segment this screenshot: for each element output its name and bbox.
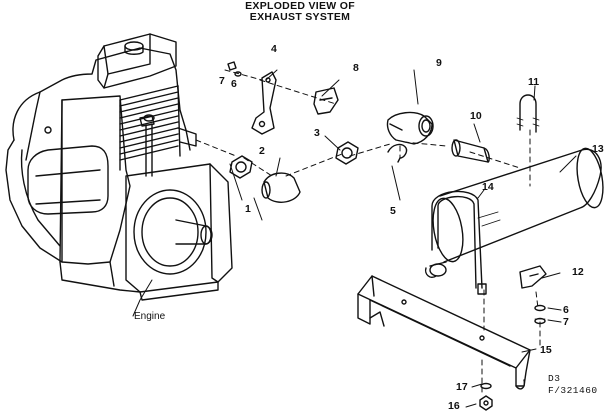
callout-1: 1 bbox=[245, 203, 251, 215]
part-4-bracket bbox=[251, 71, 277, 135]
callout-12: 12 bbox=[572, 266, 584, 278]
part-5-clip bbox=[387, 143, 408, 163]
part-6-7-top-hardware bbox=[227, 61, 242, 77]
part-14-strap bbox=[431, 190, 487, 295]
callout-11: 11 bbox=[528, 76, 540, 88]
callout-15: 15 bbox=[540, 344, 552, 356]
leader-lines bbox=[132, 69, 577, 408]
callout-13: 13 bbox=[592, 143, 604, 155]
callout-7-bottom: 7 bbox=[563, 316, 569, 328]
callout-6-bottom: 6 bbox=[563, 304, 569, 316]
drawing-code-line1: D3 bbox=[548, 373, 561, 384]
callout-5: 5 bbox=[390, 205, 396, 217]
part-10-pipe bbox=[451, 139, 490, 163]
part-2-elbow bbox=[261, 172, 301, 203]
callout-2: 2 bbox=[259, 145, 265, 157]
callout-8: 8 bbox=[353, 62, 359, 74]
part-6-7-bottom-hardware bbox=[534, 304, 546, 325]
assembly-dashed-lines bbox=[195, 69, 541, 393]
callout-3: 3 bbox=[314, 127, 320, 139]
part-11-u-bolt bbox=[516, 94, 540, 133]
callout-17: 17 bbox=[456, 381, 468, 393]
callout-7-top: 7 bbox=[219, 75, 225, 87]
part-9-elbow bbox=[386, 111, 434, 145]
callout-6-top: 6 bbox=[231, 78, 237, 90]
callout-16: 16 bbox=[448, 400, 460, 412]
callout-10: 10 bbox=[470, 110, 482, 122]
callout-9: 9 bbox=[436, 57, 442, 69]
callout-4: 4 bbox=[271, 43, 277, 55]
engine-label: Engine bbox=[134, 311, 166, 322]
part-13-muffler bbox=[424, 147, 604, 278]
part-16-17-hardware bbox=[479, 382, 493, 411]
part-12-clip bbox=[519, 265, 547, 289]
callout-14: 14 bbox=[482, 181, 494, 193]
part-3-gasket bbox=[335, 141, 359, 165]
diagram-title-line2: EXHAUST SYSTEM bbox=[249, 11, 351, 23]
part-15-mounting-bracket bbox=[357, 275, 531, 390]
part-1-gasket bbox=[229, 155, 253, 179]
diagram-title-line1: EXPLODED VIEW OF bbox=[245, 0, 355, 12]
drawing-code-line2: F/321460 bbox=[548, 385, 598, 396]
engine-drawing bbox=[5, 33, 233, 301]
part-8-clamp bbox=[313, 87, 339, 115]
